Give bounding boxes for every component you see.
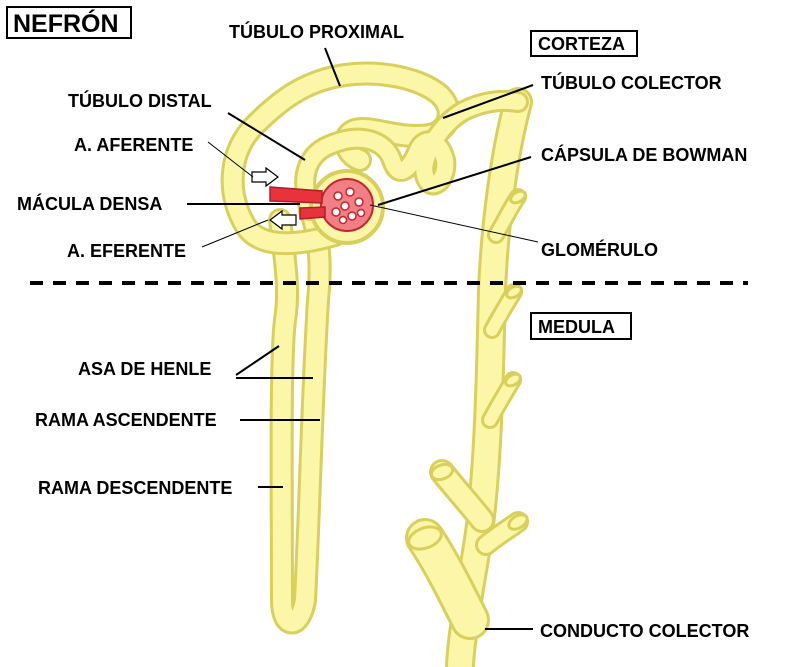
bowman-capsule-label: CÁPSULA DE BOWMAN (541, 144, 747, 165)
medulla-label: MEDULA (538, 317, 615, 337)
leader-lines (187, 47, 539, 630)
afferent-arrow-icon (251, 166, 279, 188)
nephron-tubule-shape (220, 61, 529, 635)
bowman-capsule-shape (309, 169, 385, 245)
collecting-duct-shape (405, 87, 533, 667)
cortex-box (530, 30, 638, 57)
collecting-tubule-label: TÚBULO COLECTOR (541, 72, 722, 93)
loop-of-henle-label: ASA DE HENLE (78, 359, 211, 379)
afferent-arteriole (269, 186, 323, 204)
macula-densa-label: MÁCULA DENSA (17, 193, 162, 214)
glomerulus-label: GLOMÉRULO (541, 239, 658, 260)
descending-limb-label: RAMA DESCENDENTE (38, 478, 232, 498)
medulla-box (530, 312, 632, 340)
ascending-limb-label: RAMA ASCENDENTE (35, 410, 217, 430)
title-box (6, 6, 132, 39)
cortex-label: CORTEZA (538, 34, 625, 54)
arterioles-shape (251, 166, 326, 231)
afferent-label: A. AFERENTE (74, 135, 193, 155)
proximal-tubule-label: TÚBULO PROXIMAL (229, 21, 404, 42)
diagram-title: NEFRÓN (13, 8, 119, 38)
efferent-arteriole (299, 206, 326, 220)
collecting-duct-label: CONDUCTO COLECTOR (540, 621, 749, 641)
efferent-label: A. EFERENTE (67, 241, 186, 261)
efferent-arrow-icon (269, 209, 297, 231)
distal-tubule-label: TÚBULO DISTAL (68, 90, 212, 111)
